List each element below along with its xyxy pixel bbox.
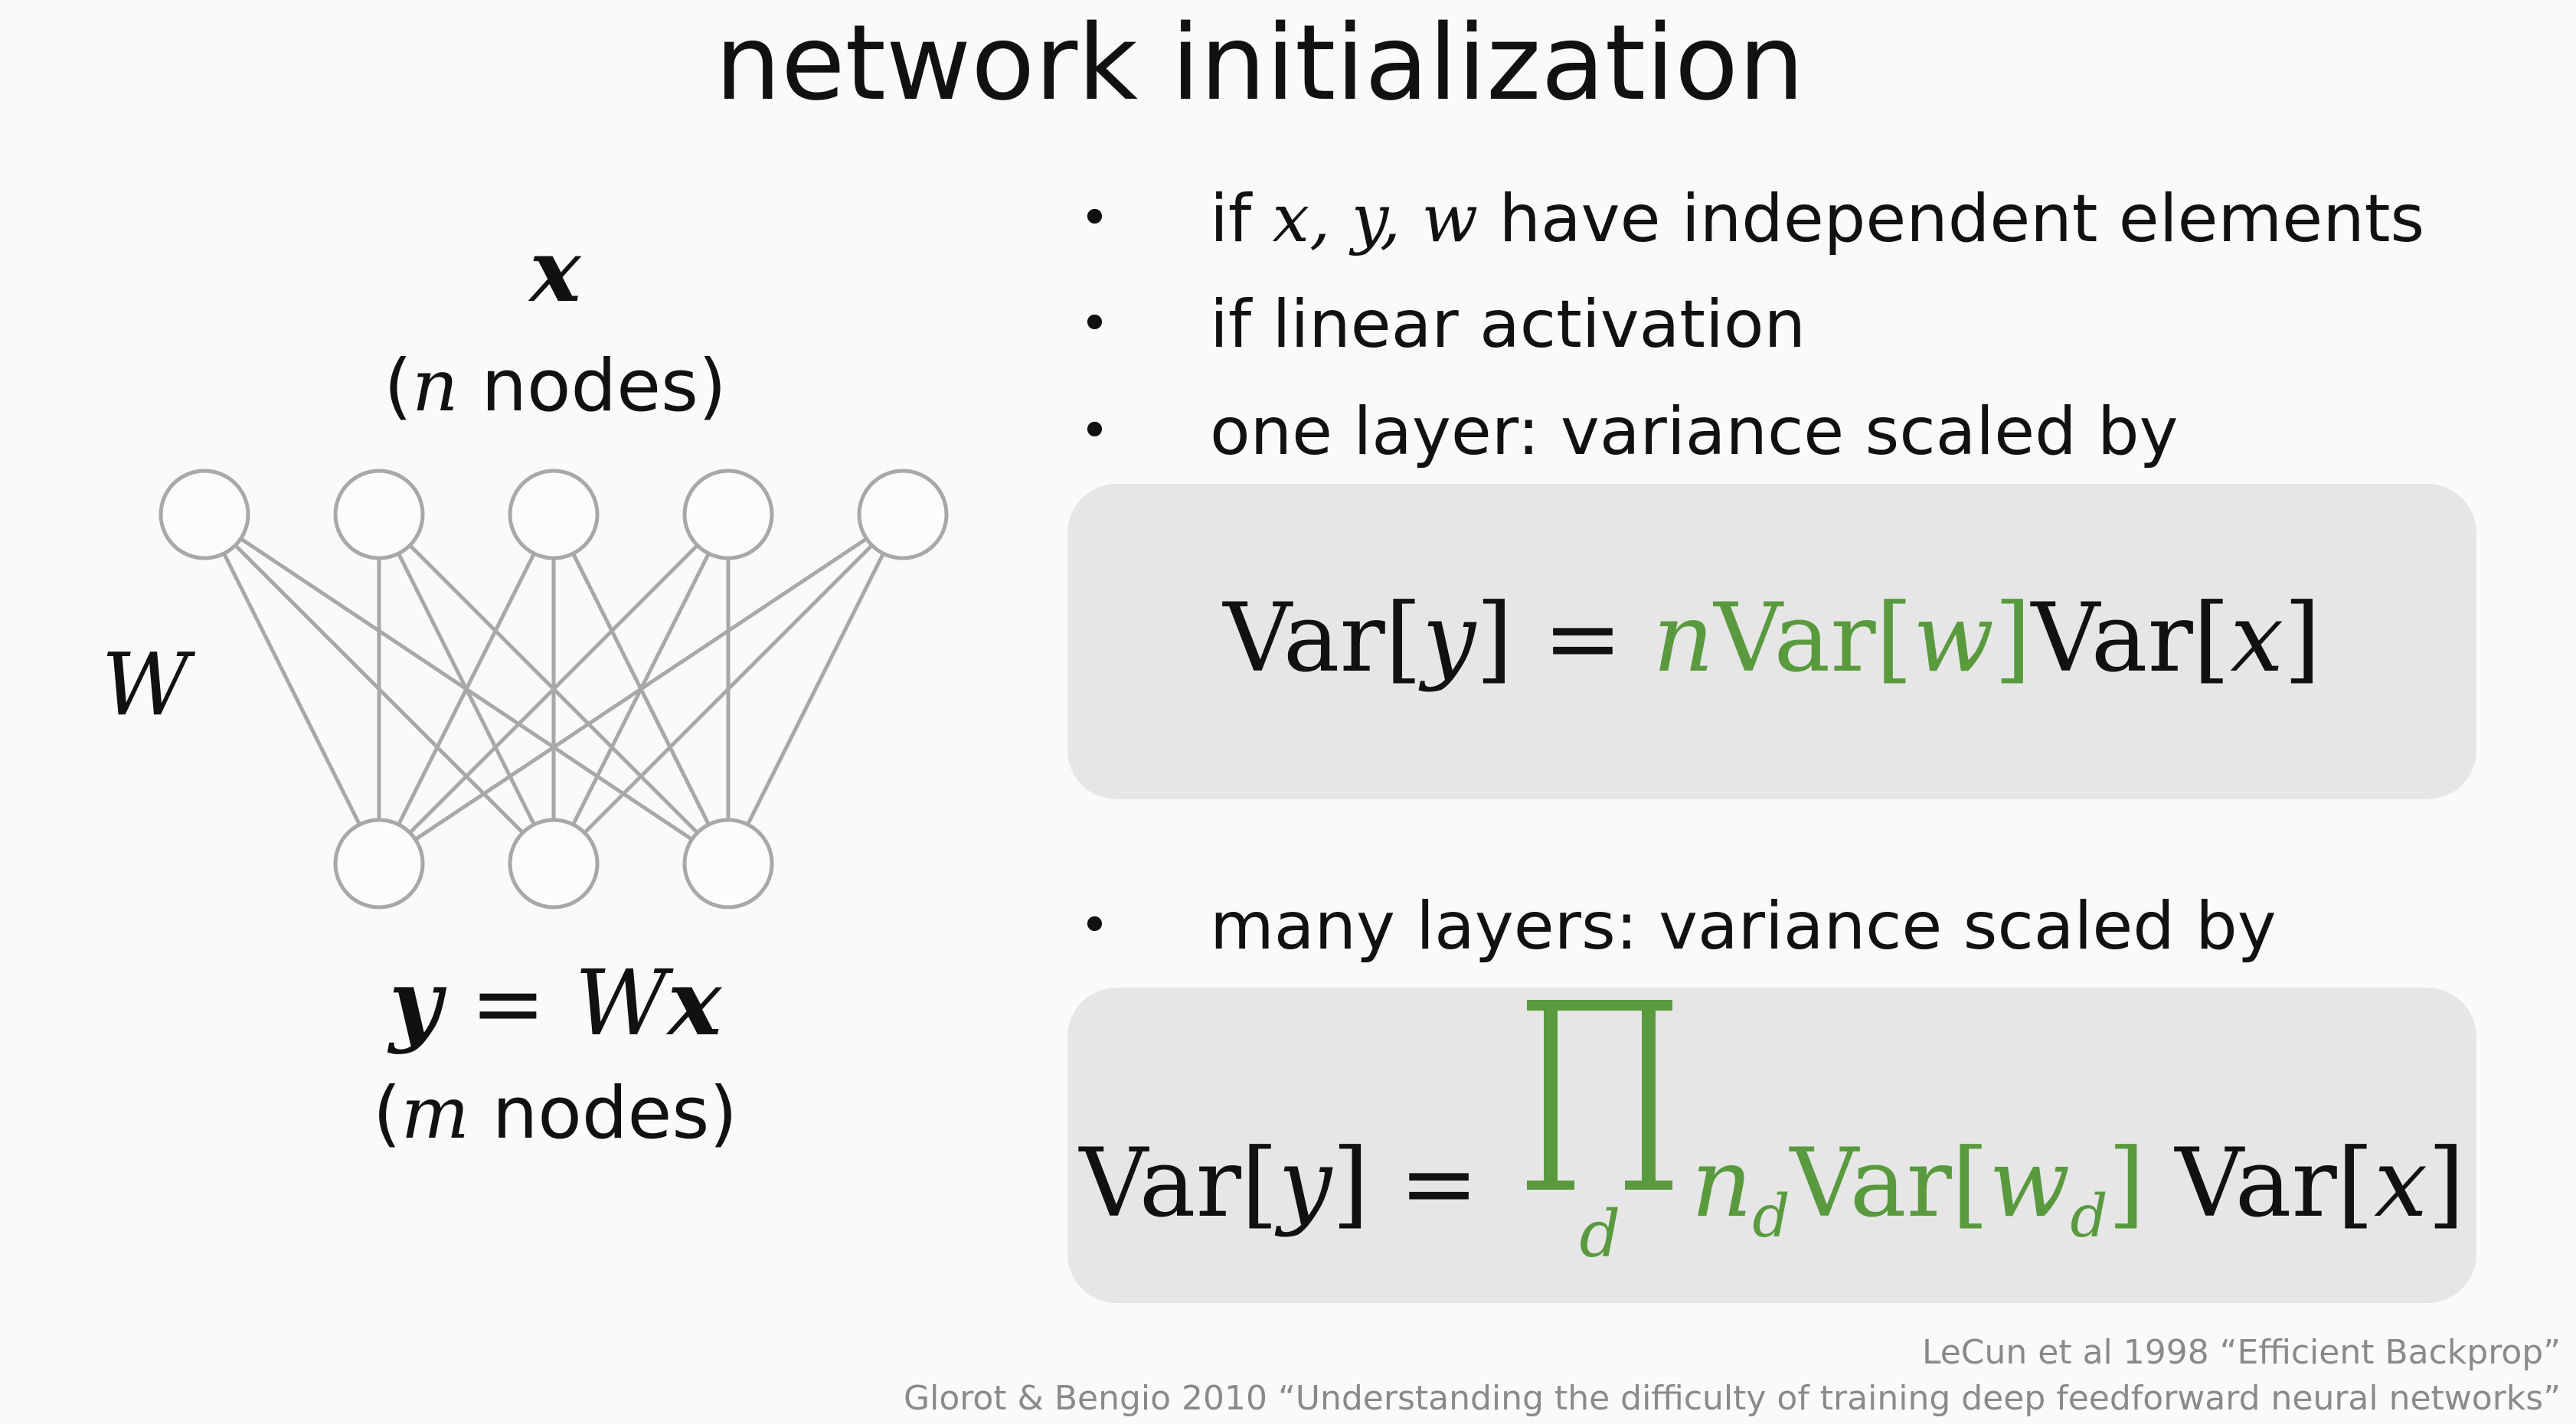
- weight-edge: [202, 513, 381, 865]
- input-node: [857, 469, 949, 560]
- slide-title: network initialization: [714, 3, 1805, 124]
- weight-edge: [378, 513, 730, 865]
- input-caption-text: nodes: [481, 345, 698, 428]
- weight-edge: [377, 513, 556, 865]
- input-vector-label: x: [475, 222, 636, 322]
- input-node: [159, 469, 250, 560]
- f2-w-sub: d: [2070, 1182, 2108, 1251]
- bullet-one-layer: one layer: variance scaled by: [1210, 394, 2179, 470]
- bullet-linear-activation: if linear activation: [1210, 286, 1806, 363]
- f2-varw-close: ]: [2107, 1128, 2145, 1239]
- product-subscript: d: [1579, 1197, 1621, 1272]
- f1-varw-open: Var[: [1714, 583, 1913, 694]
- f1-var-close: ]: [1476, 583, 1513, 694]
- input-count-var: n: [412, 345, 459, 428]
- f1-equals: =: [1512, 583, 1653, 694]
- weight-matrix-label: W: [101, 635, 190, 735]
- output-vector-var: y: [388, 949, 442, 1056]
- weight-edge: [378, 512, 904, 866]
- output-caption: (m nodes): [373, 1072, 737, 1155]
- f2-y: y: [1278, 1128, 1332, 1239]
- f1-varx-close: ]: [2283, 583, 2321, 694]
- output-count-var: m: [400, 1072, 469, 1155]
- bullet-1-vars: x, y, w: [1272, 181, 1479, 257]
- output-node: [508, 818, 600, 910]
- f1-x: x: [2230, 583, 2284, 694]
- f1-y: y: [1422, 583, 1476, 694]
- f1-varx-open: Var[: [2031, 583, 2231, 694]
- bullet-independent-elements: if x, y, w have independent elements: [1210, 181, 2424, 257]
- weight-edge: [552, 513, 904, 865]
- output-eq-sign: =: [441, 950, 575, 1056]
- input-node: [508, 469, 600, 560]
- product-operator: d: [1527, 1000, 1673, 1321]
- output-equation: y = Wx: [322, 953, 789, 1053]
- bullet-marker-1: •: [1080, 188, 1110, 247]
- input-vector-var: x: [529, 221, 581, 322]
- f2-equals: =: [1368, 1128, 1509, 1239]
- bullet-many-layers: many layers: variance scaled by: [1210, 888, 2277, 965]
- f2-varw-open: Var[: [1790, 1128, 1989, 1239]
- input-caption: (n nodes): [384, 345, 727, 428]
- one-layer-formula-box: Var[y] = nVar[w]Var[x]: [1067, 484, 2476, 799]
- network-nodes: [159, 469, 949, 910]
- output-weight-var: W: [574, 950, 668, 1056]
- f1-var-open: Var[: [1223, 583, 1423, 694]
- reference-glorot: Glorot & Bengio 2010 “Understanding the …: [904, 1379, 2561, 1418]
- input-node: [333, 469, 425, 560]
- weight-edge: [726, 513, 905, 865]
- output-node: [682, 818, 774, 910]
- f2-w: w: [1989, 1128, 2071, 1239]
- one-layer-formula: Var[y] = nVar[w]Var[x]: [1067, 585, 2476, 692]
- bullet-marker-2: •: [1080, 294, 1110, 353]
- f2-varx-close: ]: [2427, 1128, 2465, 1239]
- bullet-1-post: have independent elements: [1478, 181, 2425, 257]
- f2-var-close: ]: [1332, 1128, 1369, 1239]
- f2-n-sub: d: [1752, 1182, 1790, 1251]
- f1-n: n: [1652, 583, 1715, 694]
- output-caption-text: nodes: [492, 1072, 710, 1155]
- f2-varx-open: Var[: [2175, 1128, 2375, 1239]
- network-graph: [159, 469, 949, 910]
- bullet-marker-4: •: [1080, 896, 1110, 955]
- bullet-1-pre: if: [1210, 181, 1273, 257]
- f2-n: n: [1691, 1128, 1753, 1239]
- product-symbol-icon: [1527, 1000, 1673, 1190]
- reference-lecun: LeCun et al 1998 “Efficient Backprop”: [1921, 1333, 2561, 1372]
- f1-varw-close: ]: [1994, 583, 2032, 694]
- bullet-marker-3: •: [1080, 401, 1110, 460]
- f1-w: w: [1912, 583, 1995, 694]
- f2-x: x: [2374, 1128, 2428, 1239]
- input-node: [682, 469, 774, 560]
- f2-var-open: Var[: [1079, 1128, 1279, 1239]
- output-node: [333, 818, 425, 910]
- network-edges: [202, 512, 905, 866]
- output-input-var: x: [667, 949, 722, 1056]
